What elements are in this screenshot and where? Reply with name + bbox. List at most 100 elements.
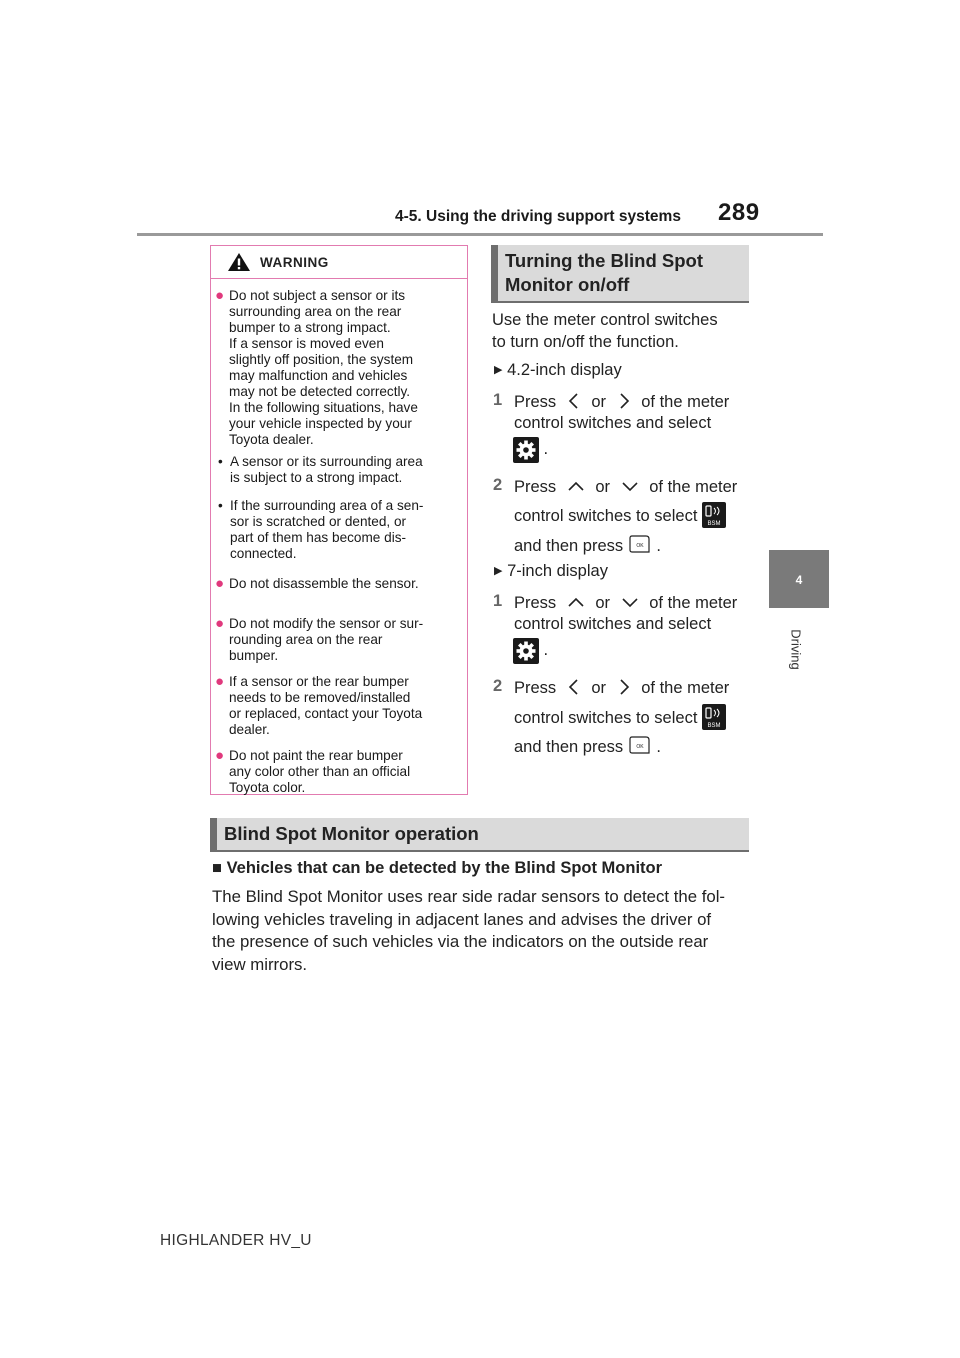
warning-line: dealer. xyxy=(229,722,270,737)
sub-bullet: • xyxy=(218,454,223,469)
warning-line: may malfunction and vehicles xyxy=(229,368,408,383)
heading-bar xyxy=(491,245,498,301)
arrow-right-icon: ▶ xyxy=(494,565,503,577)
period: . xyxy=(656,738,661,756)
step-42-1-line1: Press or of the meter xyxy=(514,391,729,412)
bullet-icon: ● xyxy=(215,575,225,592)
body-line: lowing vehicles traveling in adjacent la… xyxy=(212,909,712,929)
operation-heading: Blind Spot Monitor operation xyxy=(224,823,479,844)
warning-line: is subject to a strong impact. xyxy=(230,470,403,485)
operation-body: The Blind Spot Monitor uses rear side ra… xyxy=(212,886,772,977)
ok-icon-label: OK xyxy=(636,744,644,750)
warning-line: surrounding area on the rear xyxy=(229,304,402,319)
step-7-2: 2 xyxy=(493,677,502,696)
press-text: Press xyxy=(514,393,557,411)
warning-line: bumper. xyxy=(229,648,279,663)
warning-line: slightly off position, the system xyxy=(229,352,414,367)
or-text: or xyxy=(595,594,611,612)
warning-item: ● Do not modify the sensor or sur- round… xyxy=(215,616,461,664)
warning-line: your vehicle inspected by your xyxy=(229,416,412,431)
step-number: 2 xyxy=(493,476,503,494)
bsm-icon: BSM xyxy=(702,704,727,730)
warning-line: Do not disassemble the sensor. xyxy=(229,576,419,591)
or-text: or xyxy=(591,393,607,411)
chevron-down-icon xyxy=(622,598,638,608)
ok-button-icon: OK xyxy=(629,535,650,553)
chapter-label-wrap: Driving xyxy=(784,620,808,680)
step-42-1-line2: control switches and select xyxy=(514,414,712,432)
display-7-row: ▶ 7-inch display xyxy=(494,562,608,581)
display-42-row: ▶ 4.2-inch display xyxy=(494,361,622,380)
period: . xyxy=(656,537,661,555)
of-meter-text: of the meter xyxy=(641,393,730,411)
warning-line: Do not modify the sensor or sur- xyxy=(229,616,424,631)
period: . xyxy=(543,641,549,660)
bullet-icon: ● xyxy=(215,747,225,764)
press-text: Press xyxy=(514,594,557,612)
warning-line: part of them has become dis- xyxy=(230,530,407,545)
warning-box: WARNING ● Do not subject a sensor or its… xyxy=(210,245,468,795)
warning-item: ● Do not subject a sensor or its surroun… xyxy=(215,288,461,448)
chevron-left-icon xyxy=(568,679,578,695)
operation-heading-box: Blind Spot Monitor operation xyxy=(210,818,749,852)
sub-bullet: • xyxy=(218,498,223,513)
gear-icon xyxy=(513,437,539,463)
turning-heading-box: Turning the Blind Spot Monitor on/off xyxy=(491,245,749,303)
ok-button-icon: OK xyxy=(629,736,650,754)
section-title: 4-5. Using the driving support systems xyxy=(395,208,681,225)
press-text: Press xyxy=(514,679,557,697)
warning-line: rounding area on the rear xyxy=(229,632,383,647)
ok-icon-label: OK xyxy=(636,543,644,549)
chapter-number: 4 xyxy=(795,573,803,587)
warning-line: Do not paint the rear bumper xyxy=(229,748,403,763)
warning-line: If the surrounding area of a sen- xyxy=(230,498,424,513)
warning-item: ● If a sensor or the rear bumper needs t… xyxy=(215,674,461,738)
gear-icon xyxy=(513,638,539,664)
step-number: 1 xyxy=(493,592,503,610)
bsm-icon-label: BSM xyxy=(708,723,721,729)
step-7-2-line1: Press or of the meter xyxy=(514,677,729,698)
step-42-1: 1 xyxy=(493,391,502,410)
intro-line: to turn on/off the function. xyxy=(492,333,679,351)
bsm-icon: BSM xyxy=(702,502,727,528)
step-42-2-line1: Press or of the meter xyxy=(514,476,737,497)
step-7-1: 1 xyxy=(493,592,502,611)
settings-gear-row: . xyxy=(513,437,548,463)
warning-line: any color other than an official xyxy=(229,764,411,779)
bullet-icon: ● xyxy=(215,287,225,304)
or-text: or xyxy=(595,478,611,496)
warning-subitem: • A sensor or its surrounding area is su… xyxy=(218,454,462,486)
warning-line: bumper to a strong impact. xyxy=(229,320,391,335)
chevron-right-icon xyxy=(620,679,629,695)
period: . xyxy=(543,440,549,459)
chevron-down-icon xyxy=(622,482,638,492)
warning-line: or replaced, contact your Toyota xyxy=(229,706,423,721)
of-meter-text: of the meter xyxy=(641,679,730,697)
warning-line: In the following situations, have xyxy=(229,400,418,415)
page-number: 289 xyxy=(718,199,760,226)
body-line: the presence of such vehicles via the in… xyxy=(212,932,709,952)
warning-subitem: • If the surrounding area of a sen- sor … xyxy=(218,498,462,562)
warning-triangle-icon xyxy=(228,253,250,271)
bullet-icon: ● xyxy=(215,673,225,690)
warning-line: If a sensor or the rear bumper xyxy=(229,674,409,689)
control-select-text: control switches to select xyxy=(514,507,698,525)
heading-bar xyxy=(210,818,217,850)
chevron-up-icon xyxy=(568,481,584,491)
warning-header: WARNING xyxy=(211,246,467,279)
chapter-label: Driving xyxy=(788,629,804,670)
chevron-up-icon xyxy=(568,597,584,607)
press-text: Press xyxy=(514,478,557,496)
bullet-icon: ● xyxy=(215,615,225,632)
footer-model: HIGHLANDER HV_U xyxy=(160,1232,312,1249)
chapter-tab xyxy=(769,550,829,608)
operation-subheading: Vehicles that can be detected by the Bli… xyxy=(226,859,663,877)
of-meter-text: of the meter xyxy=(649,478,738,496)
control-select-text: control switches to select xyxy=(514,709,698,727)
step-number: 2 xyxy=(493,677,503,695)
body-line: The Blind Spot Monitor uses rear side ra… xyxy=(212,887,726,906)
warning-line: connected. xyxy=(230,546,297,561)
step-42-2-line2: control switches to select BSM xyxy=(514,502,727,528)
warning-item: ● Do not disassemble the sensor. xyxy=(215,576,461,592)
step-7-1-line1: Press or of the meter xyxy=(514,592,737,613)
